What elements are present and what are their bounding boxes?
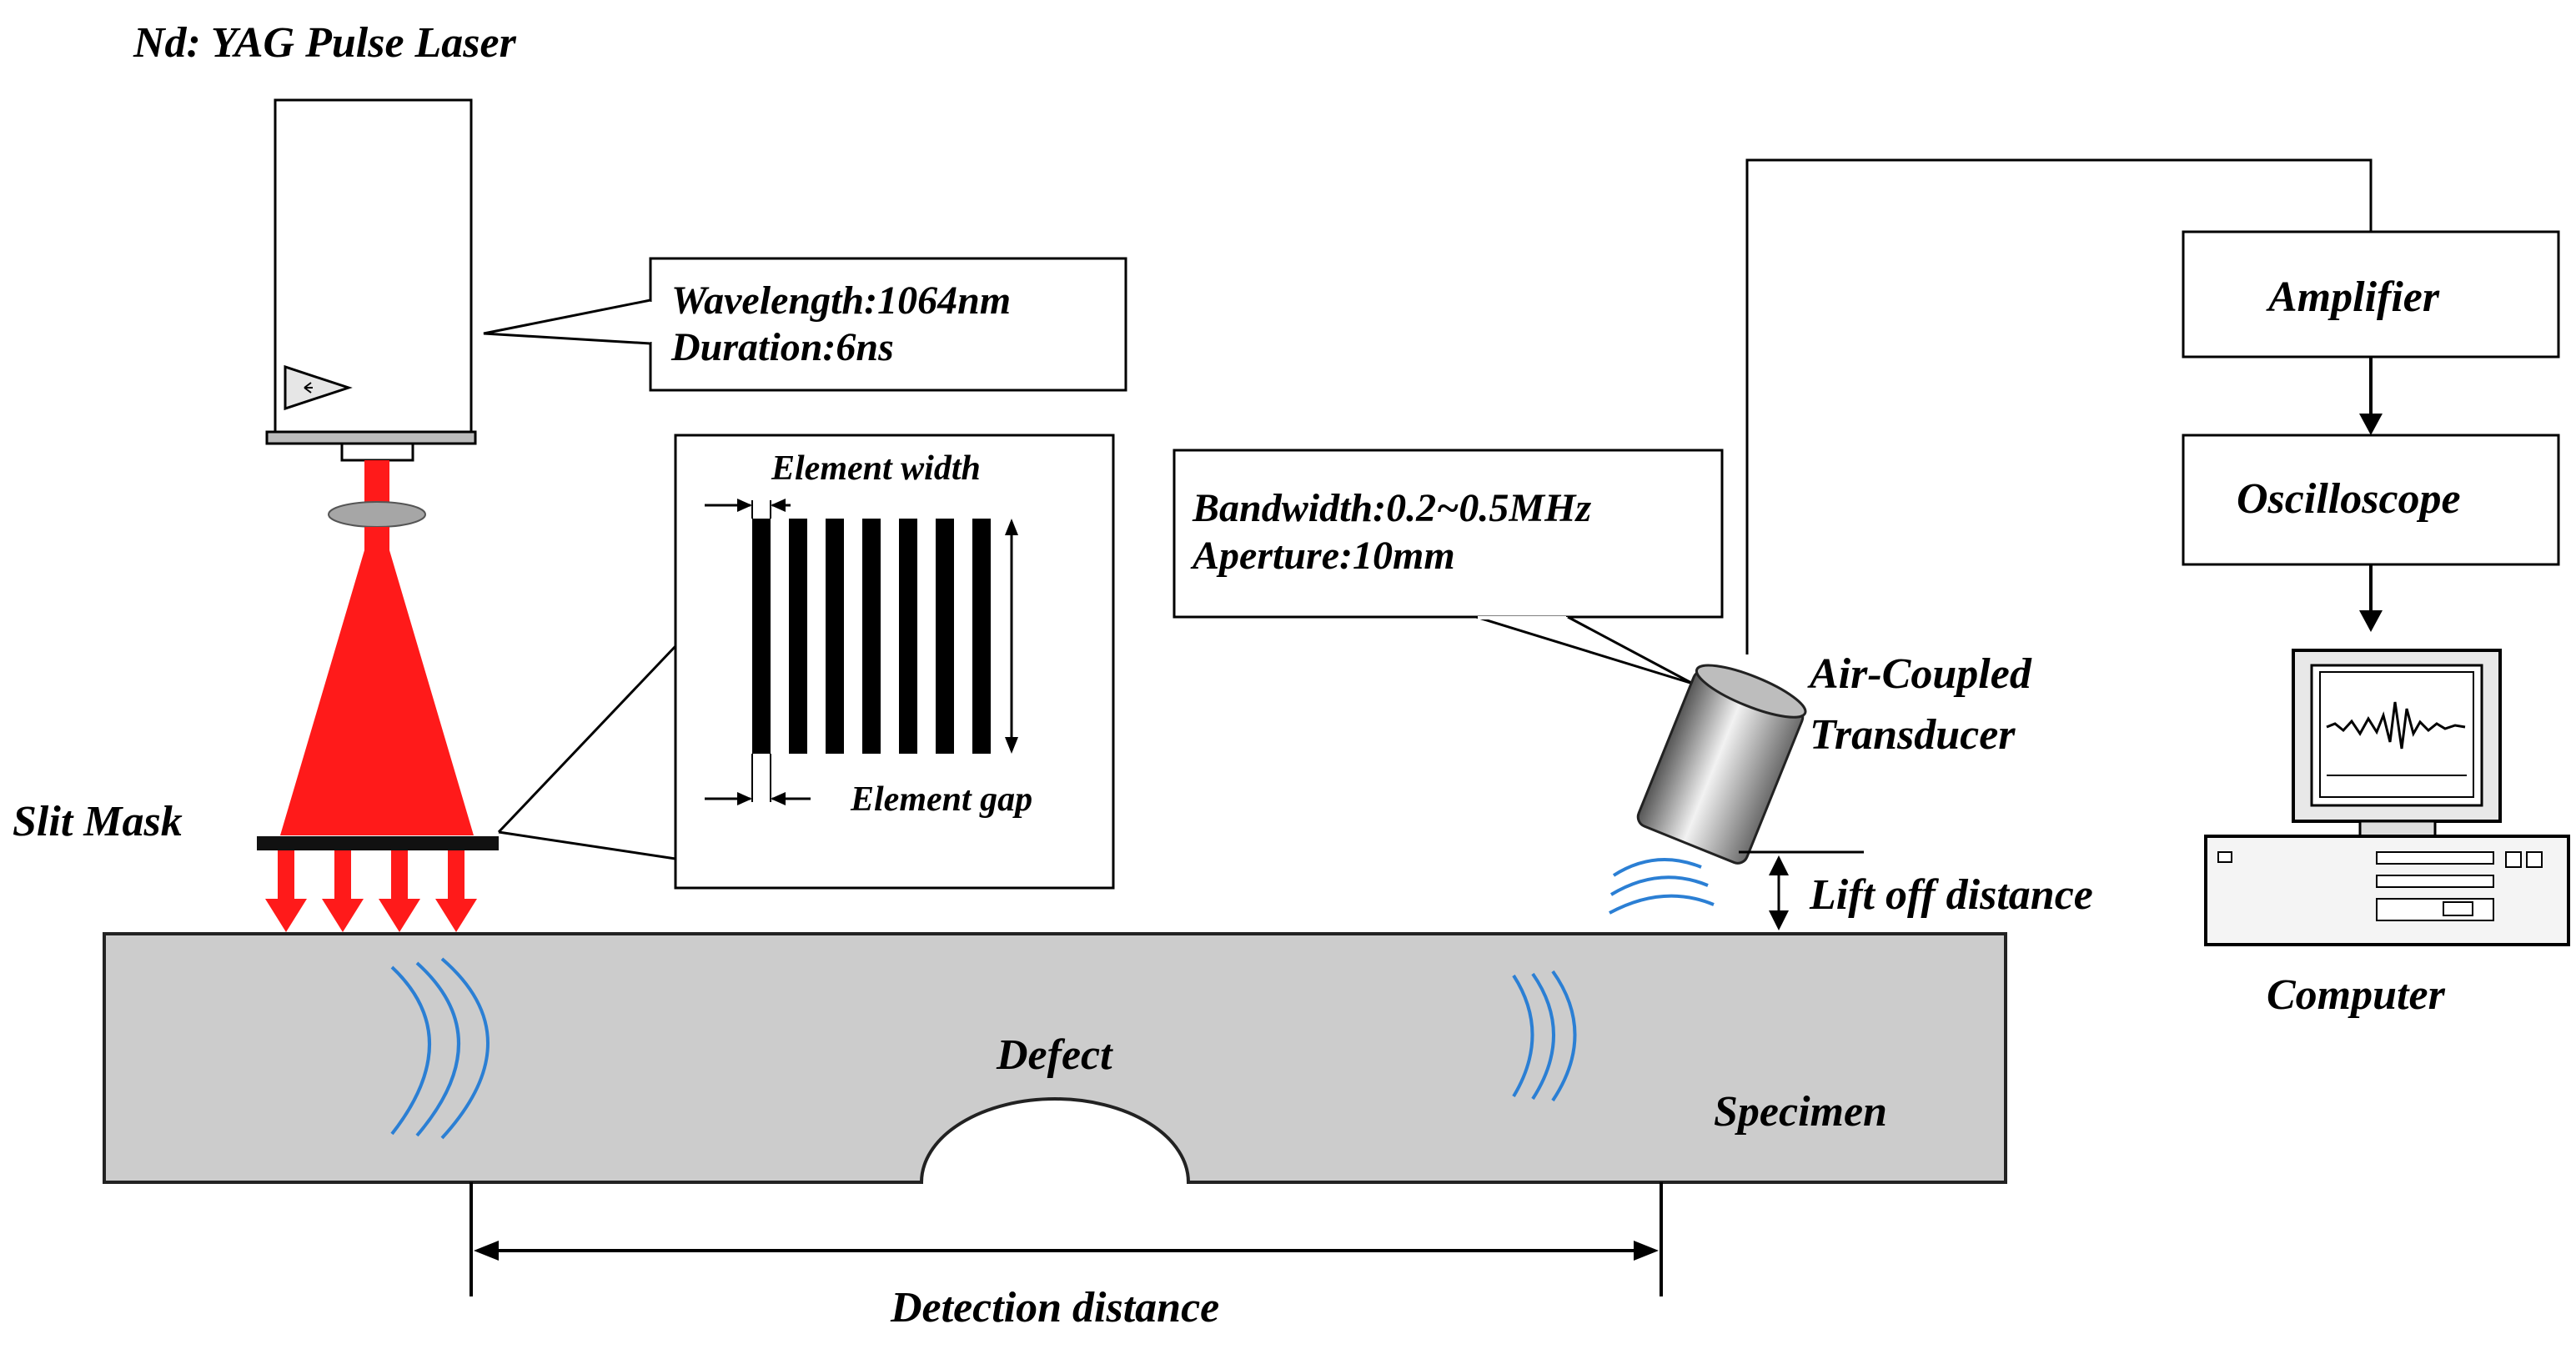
slit-mask	[257, 836, 499, 850]
laser-beam	[280, 460, 474, 835]
arrow-amp-to-osc	[2359, 357, 2383, 435]
laser-duration: Duration:6ns	[670, 325, 894, 369]
propagating-wave-icon	[1512, 970, 1577, 1102]
laser-head	[265, 98, 477, 462]
oscilloscope-label: Oscilloscope	[2237, 475, 2461, 523]
slit-mask-label: Slit Mask	[13, 798, 183, 845]
laser-warning-icon	[284, 364, 353, 411]
air-wave-icon	[1609, 858, 1715, 915]
transducer-label-line2: Transducer	[1810, 711, 2016, 759]
detection-distance-dimension	[470, 1182, 1663, 1296]
element-width-label: Element width	[771, 449, 981, 488]
signal-cable	[1745, 158, 2373, 654]
focusing-lens	[328, 501, 426, 528]
laser-incident-arrows	[265, 850, 477, 932]
transducer-aperture: Aperture:10mm	[1190, 534, 1455, 578]
laser-title: Nd: YAG Pulse Laser	[133, 19, 517, 67]
computer-label: Computer	[2267, 971, 2446, 1019]
amplifier-box	[2182, 230, 2560, 359]
slit-mask-detail	[497, 434, 1115, 890]
specimen-label: Specimen	[1714, 1088, 1887, 1136]
transducer-label-line1: Air-Coupled	[1807, 650, 2032, 698]
oscilloscope-box	[2182, 434, 2560, 566]
laser-wavelength: Wavelength:1064nm	[671, 278, 1011, 323]
lift-off-dimension	[1739, 850, 1864, 930]
amplifier-label: Amplifier	[2266, 273, 2440, 321]
detection-distance-label: Detection distance	[890, 1284, 1219, 1331]
generated-wave-icon	[390, 957, 490, 1140]
computer-icon	[2204, 649, 2570, 946]
defect-label: Defect	[996, 1031, 1113, 1079]
element-gap-label: Element gap	[850, 780, 1032, 819]
transducer-bandwidth: Bandwidth:0.2~0.5MHz	[1192, 486, 1591, 530]
air-coupled-transducer	[1636, 664, 1807, 865]
lift-off-label: Lift off distance	[1809, 871, 2093, 919]
specimen	[103, 932, 2007, 1184]
laser-spec-callout	[483, 257, 1127, 392]
arrow-osc-to-computer	[2359, 564, 2383, 632]
